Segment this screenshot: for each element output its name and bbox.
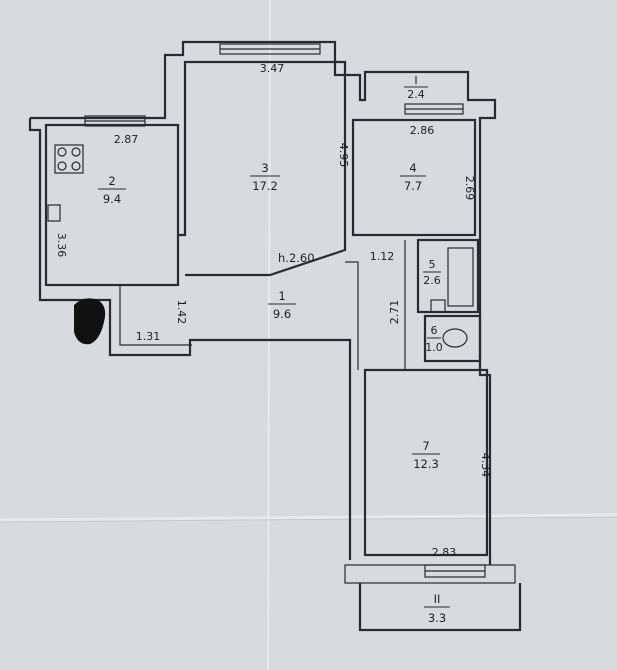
balcony-1-area: 2.4 (407, 88, 425, 101)
dim-room7-width: 2.83 (432, 546, 457, 559)
room-6: 6 1.0 (425, 324, 443, 354)
room-3-number: 3 (261, 161, 268, 175)
room-5-number: 5 (429, 258, 436, 271)
room-2: 2 9.4 (98, 174, 126, 206)
room-6-number: 6 (431, 324, 438, 337)
room-1-number: 1 (278, 289, 285, 303)
room-4-area: 7.7 (404, 179, 422, 193)
room-5-area: 2.6 (423, 274, 441, 287)
room-7-area: 12.3 (413, 457, 439, 471)
dim-entry-width: 1.31 (136, 330, 161, 343)
room-7-number: 7 (422, 439, 429, 453)
room-3-area: 17.2 (252, 179, 278, 193)
dim-room2-width: 2.87 (114, 133, 139, 146)
room-1: 1 9.6 (268, 289, 296, 321)
balcony-2-area: 3.3 (428, 611, 446, 625)
room-3: 3 17.2 (250, 161, 280, 193)
balcony-1: I 2.4 (404, 74, 428, 101)
balcony-1-number: I (414, 74, 417, 87)
room-4: 4 7.7 (400, 161, 426, 193)
dim-room3-width: 3.47 (260, 62, 285, 75)
room-2-number: 2 (108, 174, 115, 188)
ink-stain (74, 298, 106, 345)
ceiling-height-label: h.2.60 (278, 251, 315, 265)
interior-walls (44, 60, 489, 557)
balcony-2-number: II (434, 592, 441, 606)
dim-corridor-width: 1.12 (370, 250, 395, 263)
dim-room4-height: 2.69 (463, 176, 476, 201)
room-6-area: 1.0 (425, 341, 443, 354)
exterior-walls (28, 40, 522, 632)
dim-room4-width: 2.86 (410, 124, 435, 137)
dim-entry-height: 1.42 (175, 300, 188, 325)
room-5: 5 2.6 (423, 258, 441, 287)
room-7: 7 12.3 (412, 439, 440, 471)
dim-room3-height: 4.95 (337, 143, 350, 168)
windows (84, 43, 486, 578)
room-2-area: 9.4 (103, 192, 121, 206)
balcony-2: II 3.3 (424, 592, 450, 625)
dimension-labels: 3.47 2.87 2.86 4.95 2.69 3.36 1.31 1.42 … (55, 62, 492, 559)
dim-corridor-height: 2.71 (388, 300, 401, 325)
room-1-area: 9.6 (273, 307, 291, 321)
dim-room2-height: 3.36 (55, 233, 68, 258)
fixtures (47, 144, 474, 348)
room-4-number: 4 (409, 161, 416, 175)
dim-room7-height: 4.34 (479, 453, 492, 478)
